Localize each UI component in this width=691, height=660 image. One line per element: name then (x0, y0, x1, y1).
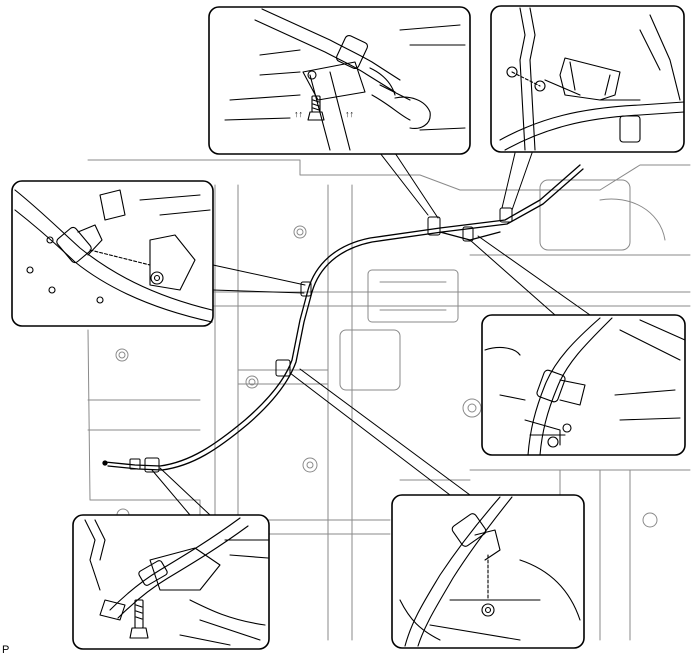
nut-icon (307, 70, 317, 80)
detail-cable (109, 517, 241, 611)
cable-clamp-icon (536, 369, 566, 403)
bolt-mark-a: ↑↑ (294, 109, 303, 119)
bolt-icon (129, 599, 149, 639)
bracket-icon (559, 379, 586, 406)
detail-cable (527, 317, 601, 456)
clamp-marker (129, 458, 141, 470)
cable-branch (439, 231, 501, 241)
clamp-marker (499, 207, 513, 223)
bolt-icon (307, 95, 325, 121)
leader-right-middle (469, 235, 591, 316)
detail-box-top-right (490, 5, 685, 153)
nut-icon (534, 80, 546, 92)
bracket-icon (149, 234, 196, 291)
cross-member-2 (237, 369, 329, 385)
detail-box-left (11, 180, 214, 327)
bracket-icon (474, 529, 501, 561)
detail-box-bottom-left (72, 514, 270, 650)
leader-bottom-right (289, 368, 471, 496)
nut-icon (506, 66, 518, 78)
detail-cable (404, 496, 501, 647)
cable-clamp-icon (56, 226, 92, 264)
bracket-icon (559, 57, 621, 101)
clamp-marker (427, 216, 441, 236)
cable-main-run (104, 164, 581, 467)
transfer-case-block (367, 269, 459, 323)
cable-clamps-main (129, 207, 513, 473)
cable-clamp-icon (619, 115, 641, 143)
bolt-mark-b: ↑↑ (345, 109, 354, 119)
nut-icon (150, 271, 164, 285)
clamp-marker (462, 226, 474, 242)
leader-left (212, 264, 306, 294)
nut-icon (547, 436, 559, 448)
right-frame-rail (327, 184, 353, 641)
cable-main-run-2 (107, 168, 584, 471)
nut-icon (562, 423, 572, 433)
detail-cable (499, 101, 685, 141)
leader-lines (151, 152, 591, 516)
bracket-icon (302, 61, 366, 101)
clamp-marker (300, 281, 312, 297)
cable-clamp-icon (451, 513, 487, 547)
chassis-outline (87, 159, 691, 641)
leader-bottom-left (151, 467, 211, 516)
detail-box-right-middle (481, 314, 686, 456)
detail-cable (14, 189, 213, 311)
detail-cable (261, 8, 401, 81)
leader-top-right (501, 152, 533, 211)
clamp-marker (275, 359, 291, 377)
figure-id-label: P (2, 644, 10, 656)
nut-icon (481, 603, 495, 617)
detail-box-bottom-right (391, 494, 585, 649)
bracket-icon (149, 547, 221, 591)
cable-clamp-icon (335, 35, 369, 69)
detail-box-top-center: ↑↑ ↑↑ (208, 6, 471, 155)
leader-top-center (379, 152, 439, 219)
clamp-marker (144, 457, 160, 473)
